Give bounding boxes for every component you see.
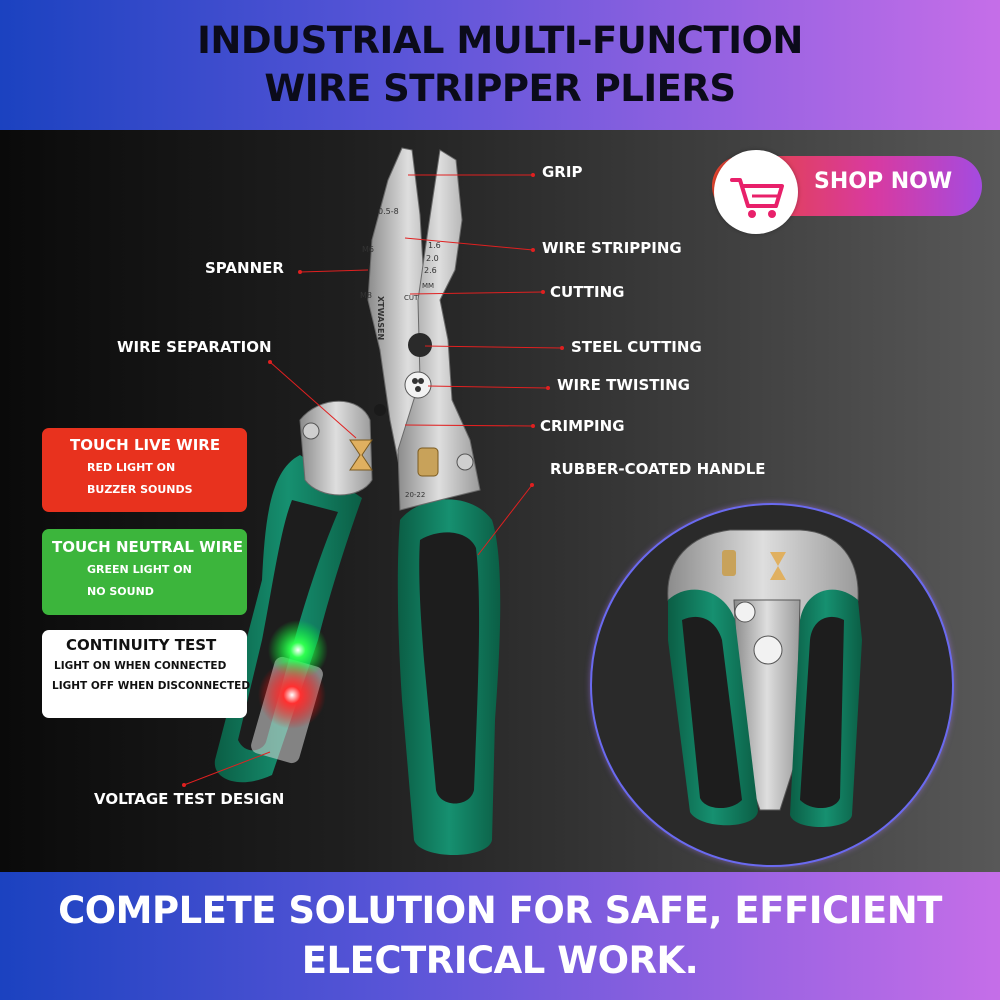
marking-size: 0.5-8 <box>378 207 399 216</box>
callout-crimping: CRIMPING <box>540 417 625 435</box>
headline-line-1: INDUSTRIAL MULTI-FUNCTION <box>197 19 803 62</box>
shop-now-label[interactable]: SHOP NOW <box>814 169 953 194</box>
callout-steel-cutting: STEEL CUTTING <box>571 338 702 356</box>
neutral-wire-line-1: GREEN LIGHT ON <box>87 563 192 576</box>
footer-banner: COMPLETE SOLUTION FOR SAFE, EFFICIENT EL… <box>0 872 1000 1000</box>
marking-2-0: 2.0 <box>426 254 439 263</box>
live-wire-title: TOUCH LIVE WIRE <box>70 436 221 454</box>
callout-grip: GRIP <box>542 163 583 181</box>
live-wire-line-1: RED LIGHT ON <box>87 461 176 474</box>
marking-mm: MM <box>422 282 434 290</box>
marking-2-6: 2.6 <box>424 266 437 275</box>
callout-cutting: CUTTING <box>550 283 625 301</box>
headline-line-2: WIRE STRIPPER PLIERS <box>264 67 736 110</box>
callout-wire-separation: WIRE SEPARATION <box>117 338 272 356</box>
right-handle-grip <box>419 532 480 804</box>
header-banner: INDUSTRIAL MULTI-FUNCTION WIRE STRIPPER … <box>0 0 1000 130</box>
tagline-line-2: ELECTRICAL WORK. <box>301 939 699 982</box>
crimp-wheel <box>417 447 439 477</box>
marking-m8: M8 <box>360 291 372 300</box>
continuity-line-2: LIGHT OFF WHEN DISCONNECTED <box>52 680 251 692</box>
shopping-cart-icon <box>730 178 784 218</box>
marking-awg: 20-22 <box>405 491 425 499</box>
continuity-title: CONTINUITY TEST <box>66 636 217 654</box>
neutral-wire-line-2: NO SOUND <box>87 585 154 598</box>
marking-m6: M6 <box>362 245 374 254</box>
tagline-line-1: COMPLETE SOLUTION FOR SAFE, EFFICIENT <box>58 889 942 932</box>
continuity-box <box>42 630 247 718</box>
right-jaw <box>397 149 481 511</box>
callout-lines <box>182 173 564 787</box>
pivot-plate <box>299 400 373 496</box>
live-wire-line-2: BUZZER SOUNDS <box>87 483 193 496</box>
marking-cut: CUT <box>404 294 419 302</box>
wire-separator <box>349 439 373 471</box>
callout-spanner: SPANNER <box>205 259 284 277</box>
cart-badge[interactable] <box>714 150 798 234</box>
callout-wire-twisting: WIRE TWISTING <box>557 376 690 394</box>
neutral-wire-box <box>42 529 247 615</box>
continuity-line-1: LIGHT ON WHEN CONNECTED <box>54 660 227 672</box>
callout-wire-stripping: WIRE STRIPPING <box>542 239 682 257</box>
marking-1-6: 1.6 <box>428 241 441 250</box>
neutral-wire-title: TOUCH NEUTRAL WIRE <box>52 538 244 556</box>
callout-voltage-test: VOLTAGE TEST DESIGN <box>94 790 285 808</box>
live-wire-box <box>42 428 247 512</box>
callout-rubber-handle: RUBBER-COATED HANDLE <box>550 460 766 478</box>
marking-brand: XTWASEN <box>376 296 385 340</box>
